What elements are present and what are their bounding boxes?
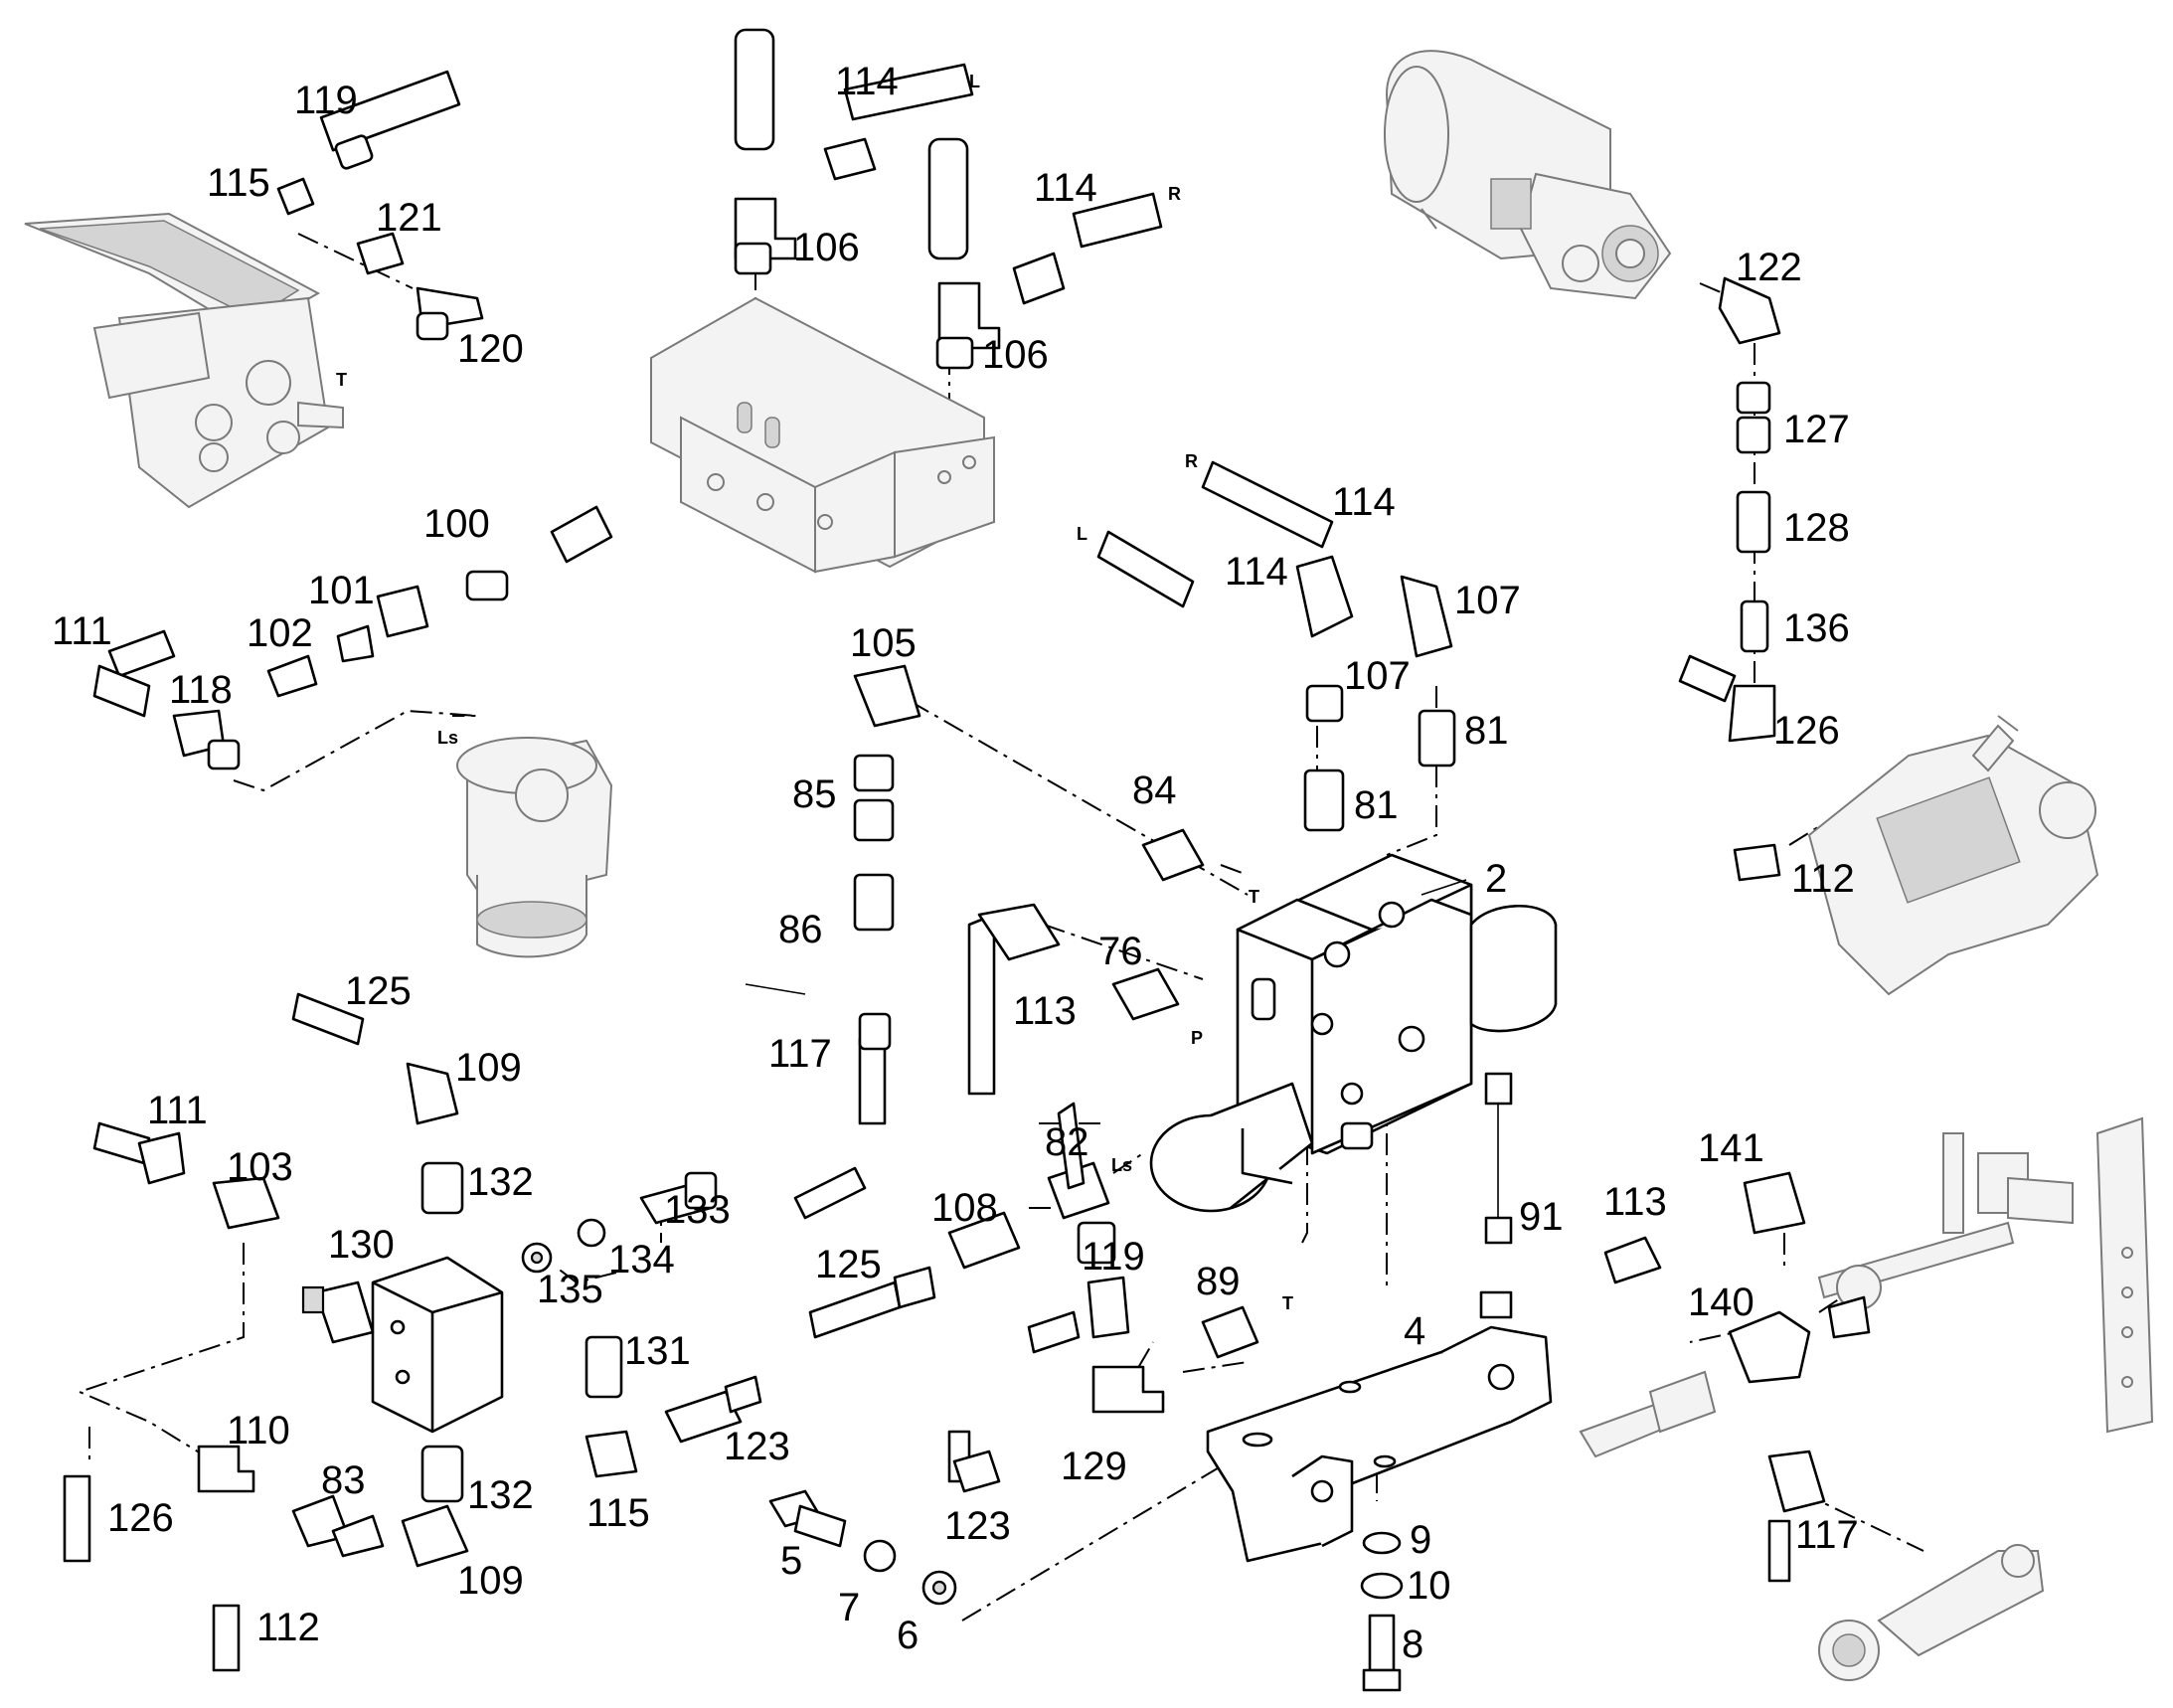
port-label-Ls-steering: Ls bbox=[437, 728, 458, 748]
callout-114-c: 114 bbox=[1332, 480, 1396, 524]
callout-123-bottom: 123 bbox=[944, 1504, 1011, 1548]
callout-115-top: 115 bbox=[207, 161, 270, 205]
callout-126-left: 126 bbox=[107, 1496, 174, 1540]
port-label-T-valve: T bbox=[1249, 887, 1259, 907]
callout-76: 76 bbox=[1098, 930, 1143, 973]
callout-125-mid: 125 bbox=[815, 1243, 882, 1286]
callout-136: 136 bbox=[1783, 606, 1850, 650]
callout-7: 7 bbox=[838, 1586, 860, 1629]
callout-111-top: 111 bbox=[52, 609, 112, 653]
callout-81-b: 81 bbox=[1354, 783, 1399, 827]
callout-113-mid: 113 bbox=[1013, 989, 1077, 1033]
callout-5: 5 bbox=[780, 1539, 802, 1583]
port-label-T-pedal: T bbox=[336, 370, 347, 390]
callout-114-d: 114 bbox=[1225, 550, 1288, 594]
callout-82: 82 bbox=[1045, 1120, 1089, 1164]
hydraulic-block bbox=[301, 1256, 504, 1434]
callout-131: 131 bbox=[624, 1329, 691, 1373]
valve-manifold-block-top bbox=[650, 296, 995, 574]
leader-lines bbox=[745, 879, 1467, 995]
callout-117-mid: 117 bbox=[768, 1032, 832, 1076]
port-label-P-valve: P bbox=[1191, 1028, 1203, 1048]
callout-107-b: 107 bbox=[1344, 654, 1411, 698]
callout-2: 2 bbox=[1485, 857, 1507, 901]
callout-6: 6 bbox=[897, 1614, 919, 1657]
callout-119-mid: 119 bbox=[1082, 1235, 1145, 1279]
callout-107-a: 107 bbox=[1454, 579, 1521, 622]
callout-91: 91 bbox=[1519, 1195, 1564, 1239]
callout-127: 127 bbox=[1783, 408, 1850, 451]
callout-134: 134 bbox=[608, 1238, 675, 1281]
callout-140: 140 bbox=[1688, 1281, 1755, 1324]
callout-109-top: 109 bbox=[455, 1046, 522, 1090]
callout-108: 108 bbox=[931, 1186, 998, 1230]
callout-123-mid: 123 bbox=[724, 1425, 790, 1468]
callout-121: 121 bbox=[376, 196, 442, 240]
callout-114-b: 114 bbox=[1034, 166, 1097, 210]
port-label-L-mid: L bbox=[1077, 524, 1087, 544]
mounting-bracket bbox=[1206, 1325, 1553, 1563]
callout-113-right: 113 bbox=[1603, 1180, 1667, 1224]
callout-119-top: 119 bbox=[294, 79, 358, 122]
hoses bbox=[63, 28, 1791, 1672]
callout-85: 85 bbox=[792, 772, 837, 816]
port-labels: L R T R L Ls T P Ls T bbox=[336, 72, 1293, 1313]
callout-120: 120 bbox=[457, 327, 524, 371]
callout-130: 130 bbox=[328, 1223, 395, 1267]
callout-81-a: 81 bbox=[1464, 709, 1509, 753]
fittings bbox=[92, 134, 1871, 1692]
callout-numbers: 119 115 121 120 114 106 114 106 122 127 … bbox=[52, 60, 1859, 1666]
callout-103: 103 bbox=[227, 1145, 293, 1189]
callout-128: 128 bbox=[1783, 506, 1850, 550]
port-label-L-top: L bbox=[969, 72, 980, 91]
port-label-Ls-valve: Ls bbox=[1111, 1155, 1132, 1175]
callout-83: 83 bbox=[321, 1458, 366, 1502]
callout-84: 84 bbox=[1132, 769, 1177, 812]
callout-100: 100 bbox=[423, 502, 490, 546]
callout-118: 118 bbox=[169, 668, 233, 712]
callout-129: 129 bbox=[1061, 1445, 1127, 1488]
callout-115-bottom: 115 bbox=[586, 1491, 650, 1535]
callout-132-bottom: 132 bbox=[467, 1473, 534, 1517]
callout-114-a: 114 bbox=[835, 60, 899, 103]
callout-105: 105 bbox=[850, 621, 917, 665]
callout-122: 122 bbox=[1736, 246, 1802, 289]
callout-102: 102 bbox=[247, 611, 313, 655]
port-label-R-top: R bbox=[1168, 184, 1181, 204]
hydraulic-pump-motor-context bbox=[1384, 50, 1672, 300]
callout-132-top: 132 bbox=[467, 1160, 534, 1204]
port-label-R-mid: R bbox=[1185, 451, 1198, 471]
callout-89: 89 bbox=[1196, 1260, 1241, 1303]
callout-101: 101 bbox=[308, 569, 375, 612]
callout-9: 9 bbox=[1410, 1518, 1431, 1562]
callout-112-right: 112 bbox=[1791, 857, 1855, 901]
callout-133: 133 bbox=[664, 1188, 731, 1232]
callout-110: 110 bbox=[227, 1409, 290, 1452]
callout-141: 141 bbox=[1698, 1126, 1764, 1170]
callout-4: 4 bbox=[1404, 1309, 1425, 1353]
main-control-valve bbox=[1149, 853, 1558, 1213]
callout-8: 8 bbox=[1402, 1623, 1423, 1666]
callout-117-right: 117 bbox=[1795, 1513, 1859, 1557]
callout-126-right: 126 bbox=[1773, 709, 1840, 753]
callout-112-left: 112 bbox=[256, 1606, 320, 1649]
callout-111-left: 111 bbox=[147, 1089, 208, 1132]
brake-actuator-context bbox=[1807, 715, 2099, 996]
rod-bracket-context bbox=[1579, 1116, 2154, 1681]
callout-106-b: 106 bbox=[982, 333, 1049, 377]
callout-125-top: 125 bbox=[345, 969, 412, 1013]
callout-86: 86 bbox=[778, 908, 823, 951]
port-label-T-bottom: T bbox=[1282, 1293, 1293, 1313]
callout-106-a: 106 bbox=[793, 226, 860, 269]
steering-orbitrol-unit bbox=[456, 737, 613, 958]
callout-10: 10 bbox=[1407, 1564, 1451, 1608]
brake-pedal-valve-context bbox=[24, 212, 344, 509]
callout-135: 135 bbox=[537, 1268, 603, 1311]
callout-109-bottom: 109 bbox=[457, 1559, 524, 1603]
